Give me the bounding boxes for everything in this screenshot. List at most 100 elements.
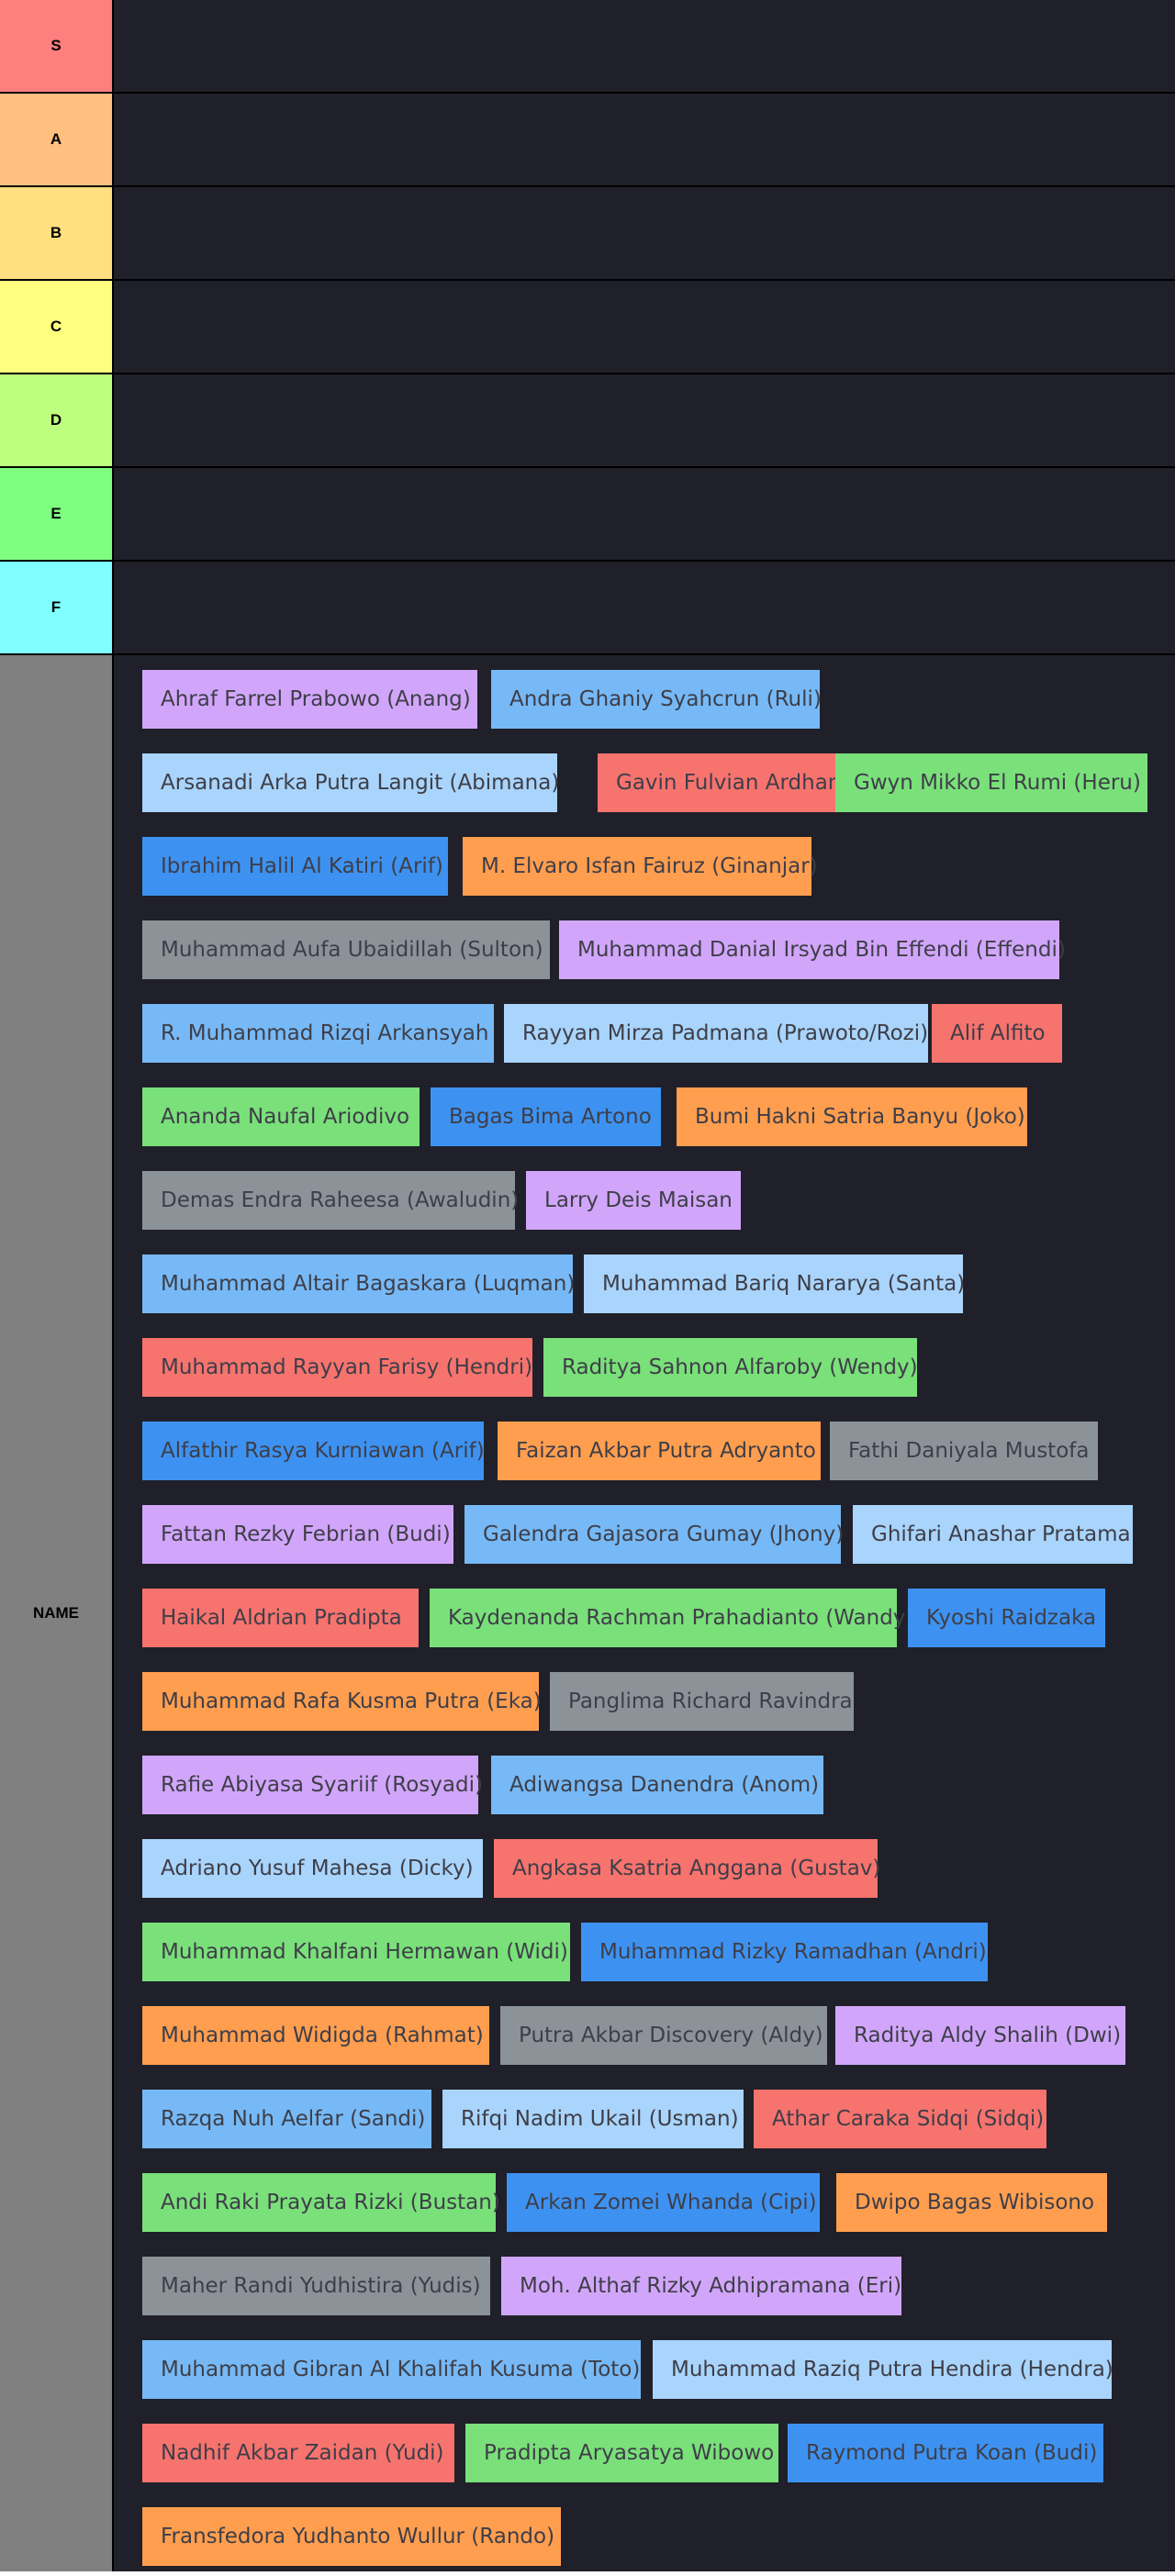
tier-item-chip[interactable]: Panglima Richard Ravindra [550, 1672, 854, 1731]
tier-drop-zone-b[interactable] [114, 187, 1175, 279]
tier-item-chip[interactable]: Dwipo Bagas Wibisono [836, 2173, 1107, 2232]
tier-item-chip[interactable]: Nadhif Akbar Zaidan (Yudi) [142, 2424, 454, 2482]
pool-line: Adriano Yusuf Mahesa (Dicky)Angkasa Ksat… [142, 1824, 1175, 1908]
tier-item-chip[interactable]: Kaydenanda Rachman Prahadianto (Wandy) [430, 1589, 913, 1647]
tier-item-chip[interactable]: Muhammad Widigda (Rahmat) [142, 2006, 489, 2065]
tier-item-chip[interactable]: Demas Endra Raheesa (Awaludin) [142, 1171, 519, 1230]
tier-row-s: S [0, 0, 1175, 94]
tier-row-f: F [0, 562, 1175, 655]
tier-item-chip[interactable]: Ananda Naufal Ariodivo [142, 1087, 420, 1146]
tier-item-chip[interactable]: Raymond Putra Koan (Budi) [788, 2424, 1103, 2482]
pool-line: Muhammad Gibran Al Khalifah Kusuma (Toto… [142, 2325, 1175, 2409]
tier-item-chip[interactable]: Putra Akbar Discovery (Aldy) [500, 2006, 827, 2065]
pool-line: Andi Raki Prayata Rizki (Bustan)Arkan Zo… [142, 2158, 1175, 2242]
tier-item-chip[interactable]: Bumi Hakni Satria Banyu (Joko) [677, 1087, 1027, 1146]
tier-label-f[interactable]: F [0, 562, 114, 653]
tier-item-chip[interactable]: Angkasa Ksatria Anggana (Gustav) [494, 1839, 880, 1898]
pool-label[interactable]: NAME [0, 655, 114, 2571]
tier-drop-zone-e[interactable] [114, 468, 1175, 560]
tier-item-chip[interactable]: Muhammad Bariq Nararya (Santa) [584, 1255, 965, 1313]
pool-line: Demas Endra Raheesa (Awaludin)Larry Deis… [142, 1156, 1175, 1240]
tier-item-chip[interactable]: Adriano Yusuf Mahesa (Dicky) [142, 1839, 483, 1898]
pool-line: Muhammad Rayyan Farisy (Hendri)Raditya S… [142, 1323, 1175, 1407]
tier-item-chip[interactable]: Rayyan Mirza Padmana (Prawoto/Rozi) [504, 1004, 928, 1063]
pool-line: Arsanadi Arka Putra Langit (Abimana) Gavi… [142, 739, 1175, 822]
tier-item-chip[interactable]: Pradipta Aryasatya Wibowo [465, 2424, 778, 2482]
tier-item-chip[interactable]: Andi Raki Prayata Rizki (Bustan) [142, 2173, 500, 2232]
tier-item-chip[interactable]: Adiwangsa Danendra (Anom) [491, 1756, 823, 1814]
tier-item-chip[interactable]: Haikal Aldrian Pradipta [142, 1589, 419, 1647]
tier-drop-zone-c[interactable] [114, 281, 1175, 373]
tier-label-d[interactable]: D [0, 374, 114, 466]
tier-item-chip[interactable]: Alif Alfito [932, 1004, 1062, 1063]
tier-row-c: C [0, 281, 1175, 374]
tier-item-chip[interactable]: Bagas Bima Artono [431, 1087, 661, 1146]
tier-drop-zone-a[interactable] [114, 94, 1175, 185]
tier-item-chip[interactable]: Kyoshi Raidzaka [908, 1589, 1105, 1647]
tier-item-chip[interactable]: Arsanadi Arka Putra Langit (Abimana) [142, 753, 559, 812]
tier-item-chip[interactable]: Muhammad Danial Irsyad Bin Effendi (Effe… [559, 920, 1066, 979]
tier-item-chip[interactable]: Alfathir Rasya Kurniawan (Arif) [142, 1422, 485, 1480]
tier-item-chip[interactable]: Galendra Gajasora Gumay (Jhony) [464, 1505, 844, 1564]
tier-item-chip[interactable]: Rafie Abiyasa Syariif (Rosyadi) [142, 1756, 483, 1814]
tier-item-chip[interactable]: Muhammad Gibran Al Khalifah Kusuma (Toto… [142, 2340, 641, 2399]
tier-item-chip[interactable]: Gwyn Mikko El Rumi (Heru) [835, 753, 1147, 812]
tier-item-chip[interactable]: Fattan Rezky Febrian (Budi) [142, 1505, 453, 1564]
pool-line: Muhammad Khalfani Hermawan (Widi)Muhamma… [142, 1908, 1175, 1991]
tier-label-c[interactable]: C [0, 281, 114, 373]
pool-line: Fattan Rezky Febrian (Budi)Galendra Gaja… [142, 1490, 1175, 1574]
tier-item-chip[interactable]: Arkan Zomei Whanda (Cipi) [507, 2173, 820, 2232]
tier-item-chip[interactable]: Muhammad Rafa Kusma Putra (Eka) [142, 1672, 542, 1731]
tier-label-e[interactable]: E [0, 468, 114, 560]
tier-item-chip[interactable]: Ahraf Farrel Prabowo (Anang) [142, 670, 477, 729]
tier-item-chip[interactable]: Muhammad Altair Bagaskara (Luqman) [142, 1255, 575, 1313]
tier-item-chip[interactable]: Gavin Fulvian Ardhani [598, 753, 854, 812]
tier-item-chip[interactable]: Faizan Akbar Putra Adryanto [498, 1422, 821, 1480]
tier-item-chip[interactable]: Fathi Daniyala Mustofa [830, 1422, 1098, 1480]
pool-line: Rafie Abiyasa Syariif (Rosyadi)Adiwangsa… [142, 1741, 1175, 1824]
tier-row-b: B [0, 187, 1175, 281]
tier-drop-zone-d[interactable] [114, 374, 1175, 466]
tier-item-chip[interactable]: M. Elvaro Isfan Fairuz (Ginanjar) [463, 837, 818, 896]
tier-item-chip[interactable]: Muhammad Rizky Ramadhan (Andri) [581, 1923, 988, 1981]
pool-line: Razqa Nuh Aelfar (Sandi)Rifqi Nadim Ukai… [142, 2075, 1175, 2158]
tier-drop-zone-f[interactable] [114, 562, 1175, 653]
tier-item-chip[interactable]: Rifqi Nadim Ukail (Usman) [442, 2090, 744, 2148]
tier-item-chip[interactable]: Muhammad Khalfani Hermawan (Widi) [142, 1923, 570, 1981]
tier-item-chip[interactable]: Athar Caraka Sidqi (Sidqi) [754, 2090, 1046, 2148]
pool-line: Ibrahim Halil Al Katiri (Arif) M. Elvaro … [142, 822, 1175, 906]
tier-item-chip[interactable]: Moh. Althaf Rizky Adhipramana (Eri) [501, 2257, 901, 2315]
tier-item-chip[interactable]: Muhammad Raziq Putra Hendira (Hendra) [653, 2340, 1113, 2399]
tier-item-chip[interactable]: Ghifari Anashar Pratama [853, 1505, 1133, 1564]
tier-item-chip[interactable]: Fransfedora Yudhanto Wullur (Rando) [142, 2507, 561, 2566]
tier-item-chip[interactable]: Muhammad Rayyan Farisy (Hendri) [142, 1338, 532, 1397]
unranked-pool[interactable]: Ahraf Farrel Prabowo (Anang)Andra Ghaniy… [114, 655, 1175, 2571]
tier-row-e: E [0, 468, 1175, 562]
pool-line: Ahraf Farrel Prabowo (Anang)Andra Ghaniy… [142, 655, 1175, 739]
tier-item-chip[interactable]: Ibrahim Halil Al Katiri (Arif) [142, 837, 448, 896]
tier-item-chip[interactable]: Raditya Sahnon Alfaroby (Wendy) [543, 1338, 918, 1397]
tier-item-chip[interactable]: Muhammad Aufa Ubaidillah (Sulton) [142, 920, 550, 979]
unranked-pool-row: NAME Ahraf Farrel Prabowo (Anang)Andra G… [0, 655, 1175, 2571]
tier-item-chip[interactable]: Razqa Nuh Aelfar (Sandi) [142, 2090, 431, 2148]
tier-drop-zone-s[interactable] [114, 0, 1175, 92]
tier-row-d: D [0, 374, 1175, 468]
tier-item-chip[interactable]: R. Muhammad Rizqi Arkansyah [142, 1004, 494, 1063]
tier-label-a[interactable]: A [0, 94, 114, 185]
pool-line: Muhammad Aufa Ubaidillah (Sulton)Muhamma… [142, 906, 1175, 989]
tier-label-b[interactable]: B [0, 187, 114, 279]
pool-line: Maher Randi Yudhistira (Yudis)Moh. Altha… [142, 2242, 1175, 2325]
pool-line: Nadhif Akbar Zaidan (Yudi)Pradipta Aryas… [142, 2409, 1175, 2492]
pool-line: Fransfedora Yudhanto Wullur (Rando) [142, 2492, 1175, 2576]
tier-item-chip[interactable]: Raditya Aldy Shalih (Dwi) [835, 2006, 1125, 2065]
tier-item-chip[interactable]: Maher Randi Yudhistira (Yudis) [142, 2257, 490, 2315]
pool-line: Alfathir Rasya Kurniawan (Arif)Faizan Ak… [142, 1407, 1175, 1490]
pool-line: Muhammad Rafa Kusma Putra (Eka)Panglima … [142, 1657, 1175, 1741]
tier-item-chip[interactable]: Larry Deis Maisan [526, 1171, 741, 1230]
tier-label-s[interactable]: S [0, 0, 114, 92]
pool-line: Muhammad Altair Bagaskara (Luqman)Muhamm… [142, 1240, 1175, 1323]
tier-item-chip[interactable]: Andra Ghaniy Syahcrun (Ruli) [491, 670, 822, 729]
